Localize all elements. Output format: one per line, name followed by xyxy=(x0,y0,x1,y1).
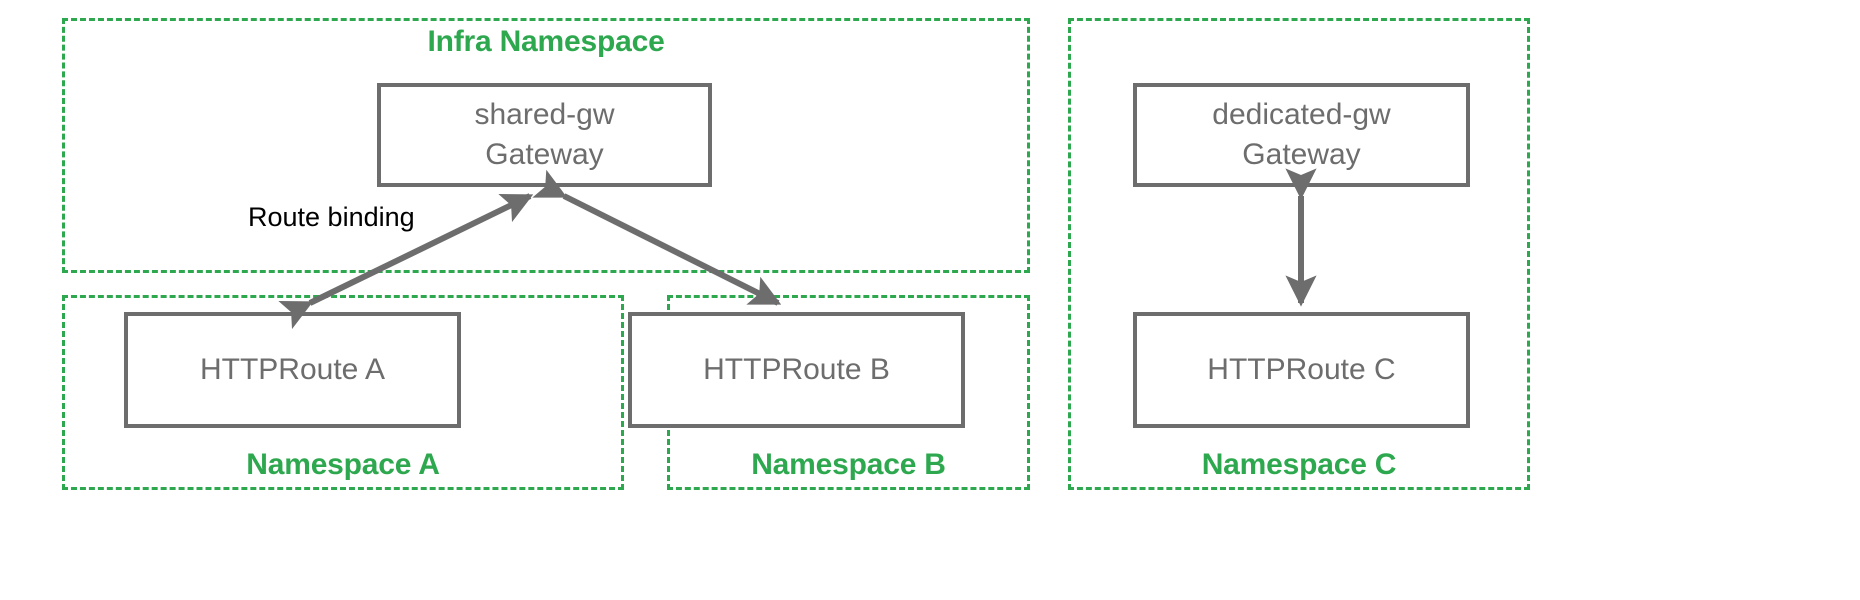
edge-label-route-binding: Route binding xyxy=(248,202,415,232)
namespace-label-b: Namespace B xyxy=(751,448,946,481)
node-shared-gw-gateway[interactable]: shared-gw Gateway xyxy=(377,83,712,187)
namespace-label-infra: Infra Namespace xyxy=(427,25,665,58)
node-httproute-b[interactable]: HTTPRoute B xyxy=(628,312,965,428)
node-httproute-a[interactable]: HTTPRoute A xyxy=(124,312,461,428)
namespace-label-c: Namespace C xyxy=(1201,448,1397,481)
node-dedicated-gw-gateway[interactable]: dedicated-gw Gateway xyxy=(1133,83,1470,187)
namespace-box-c xyxy=(1068,18,1530,490)
node-httproute-c[interactable]: HTTPRoute C xyxy=(1133,312,1470,428)
namespace-label-a: Namespace A xyxy=(246,448,440,481)
